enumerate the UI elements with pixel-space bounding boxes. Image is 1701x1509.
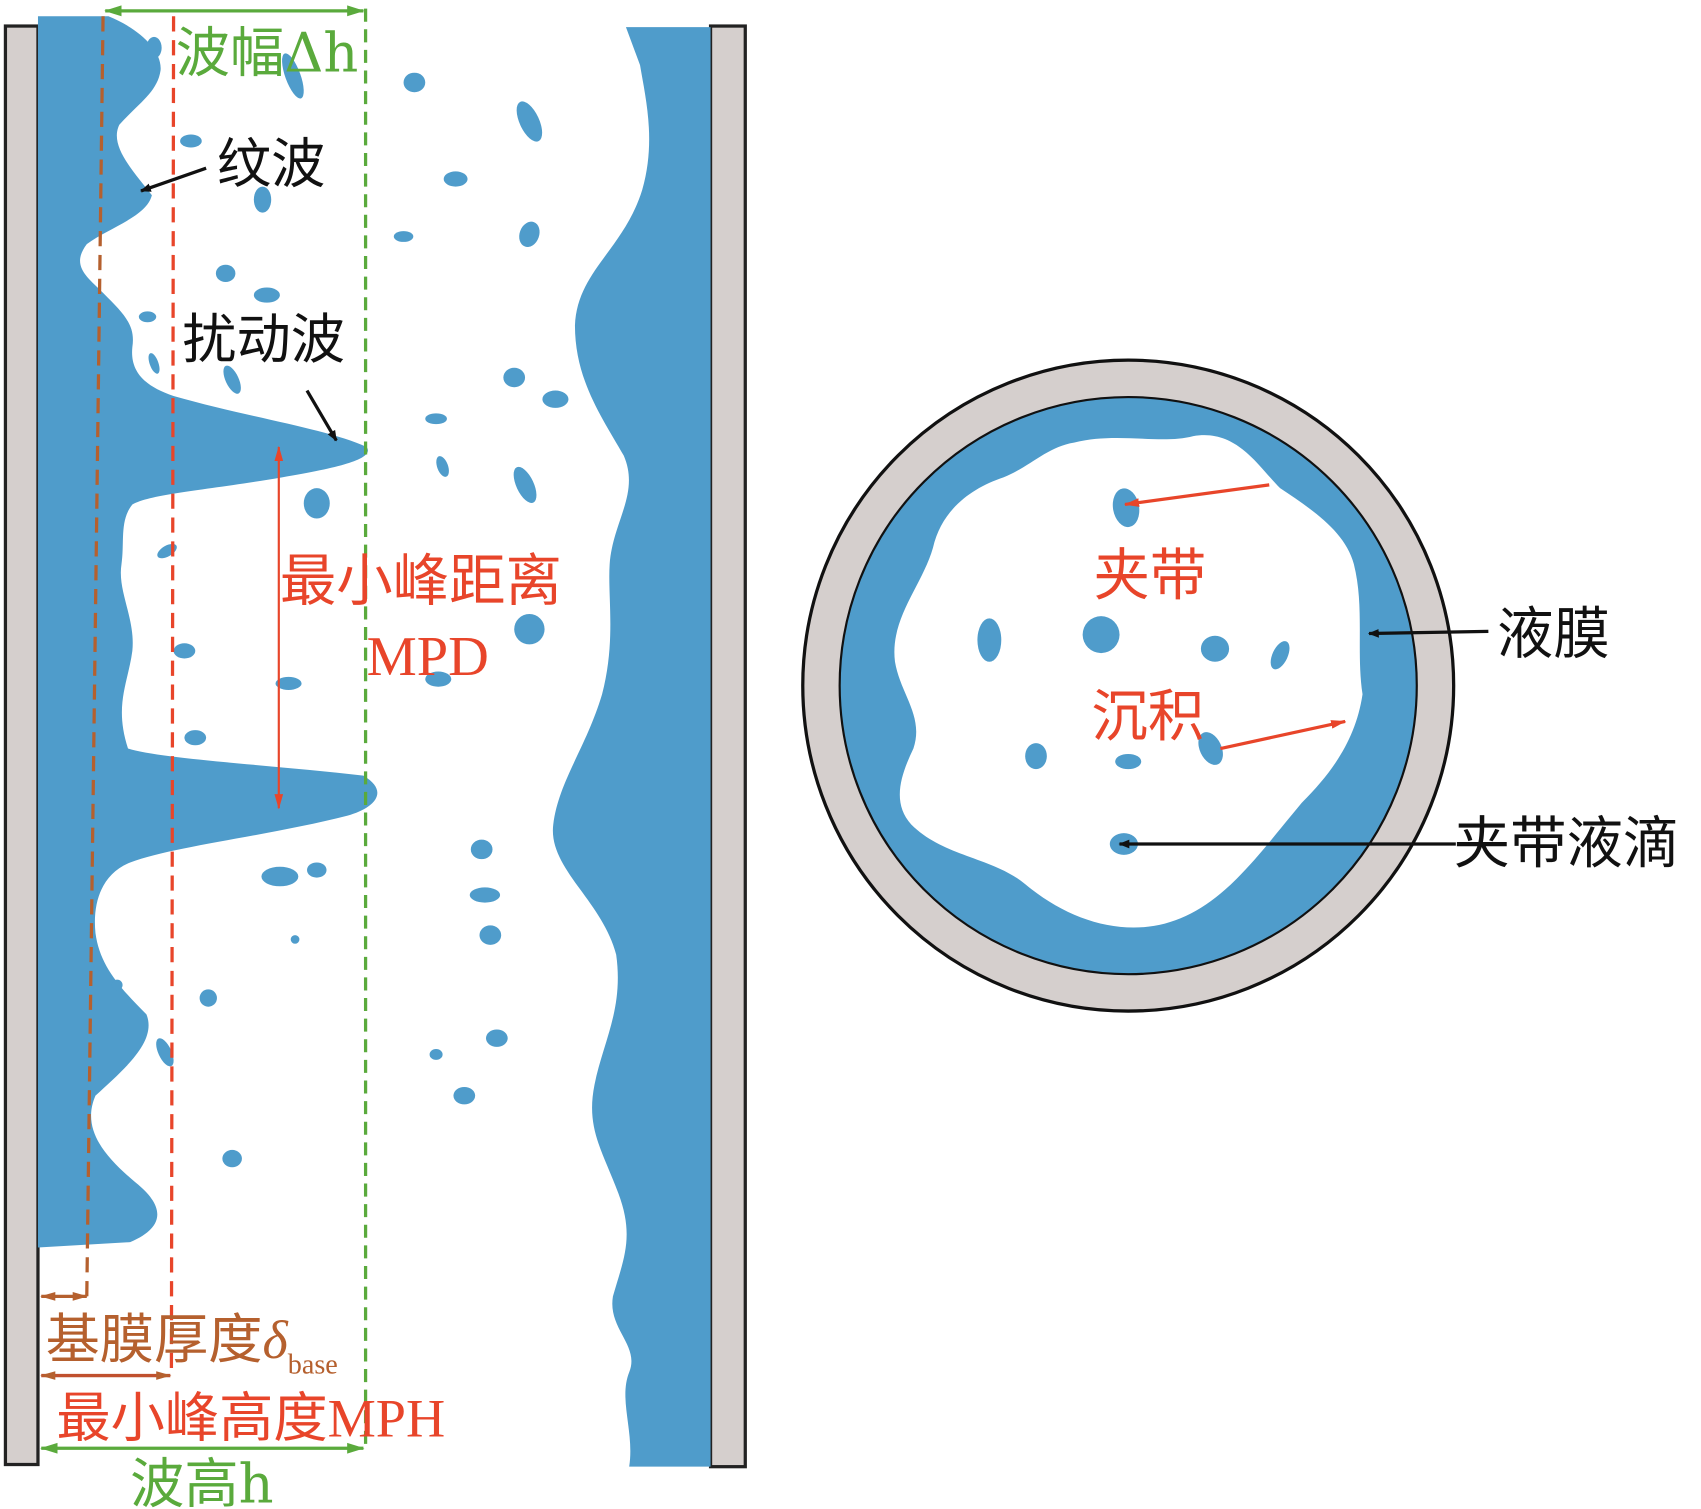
- mpd-label: MPD: [367, 626, 489, 688]
- droplet: [393, 231, 414, 242]
- entrainment-label: 夹带: [1094, 543, 1207, 608]
- droplet: [146, 36, 162, 59]
- droplet: [180, 134, 202, 148]
- mpd-cn-label: 最小峰距离: [280, 549, 562, 614]
- deposition-label: 沉积: [1091, 685, 1204, 750]
- droplet: [479, 925, 502, 945]
- droplet: [290, 935, 300, 944]
- droplet: [486, 1029, 508, 1047]
- droplet: [1025, 743, 1047, 770]
- droplet: [223, 365, 241, 394]
- droplet: [425, 413, 447, 425]
- droplet: [1115, 753, 1142, 770]
- droplet: [222, 1149, 242, 1168]
- droplet: [514, 614, 545, 645]
- entrained-droplet-label: 夹带液滴: [1454, 811, 1680, 876]
- base-film-label: 基膜厚度δbase: [46, 1308, 338, 1380]
- mph-label: 最小峰高度MPH: [56, 1386, 445, 1449]
- droplet: [403, 72, 426, 93]
- droplet: [425, 671, 452, 687]
- ripple-wave-label: 纹波: [217, 132, 325, 195]
- droplet: [443, 171, 468, 187]
- droplet: [516, 101, 543, 142]
- wave-height-label: 波高h: [130, 1452, 273, 1509]
- wave-amplitude-label: 波幅Δh: [176, 22, 359, 85]
- droplet: [156, 1038, 174, 1067]
- droplet: [470, 839, 493, 860]
- droplet: [307, 862, 327, 878]
- droplet: [1112, 488, 1140, 528]
- disturbance-wave-label: 扰动波: [182, 308, 345, 371]
- droplet: [138, 311, 157, 323]
- right-pipe-wall: [708, 24, 747, 1469]
- droplets: [111, 36, 569, 1168]
- droplet: [184, 730, 207, 746]
- ripple-wave-pointer: [140, 166, 207, 193]
- droplet: [977, 618, 1002, 662]
- pipe-cross-section: [801, 358, 1456, 1013]
- droplet: [469, 887, 501, 903]
- droplet: [1198, 732, 1223, 765]
- liquid-film-label: 液膜: [1497, 602, 1610, 667]
- droplet: [303, 488, 330, 519]
- droplet: [1082, 616, 1120, 654]
- droplet: [261, 866, 299, 887]
- left-pipe-wall: [3, 24, 40, 1467]
- droplet: [513, 466, 537, 503]
- entrainment-arrow: [1123, 483, 1270, 507]
- droplet: [215, 264, 236, 283]
- droplet: [542, 390, 569, 408]
- droplet: [1200, 635, 1230, 662]
- droplet: [1270, 641, 1290, 670]
- droplet: [453, 1086, 476, 1105]
- droplet: [519, 221, 540, 248]
- droplet: [436, 456, 449, 477]
- disturbance-wave-pointer: [305, 389, 338, 442]
- droplet: [253, 186, 272, 213]
- droplet: [199, 989, 217, 1007]
- droplet: [157, 543, 177, 559]
- droplet: [148, 353, 160, 374]
- right-liquid-film: [552, 27, 711, 1467]
- droplet: [282, 53, 304, 99]
- deposition-arrow: [1220, 719, 1347, 751]
- droplet: [253, 287, 280, 303]
- liquid-film-pointer: [1367, 629, 1489, 638]
- gas-core: [894, 435, 1363, 928]
- left-liquid-film: [37, 16, 378, 1248]
- droplet: [429, 1049, 443, 1060]
- min-peak-height-dashed-line: [169, 16, 176, 1376]
- droplet: [173, 643, 196, 659]
- droplet: [503, 367, 526, 388]
- droplet: [111, 979, 123, 991]
